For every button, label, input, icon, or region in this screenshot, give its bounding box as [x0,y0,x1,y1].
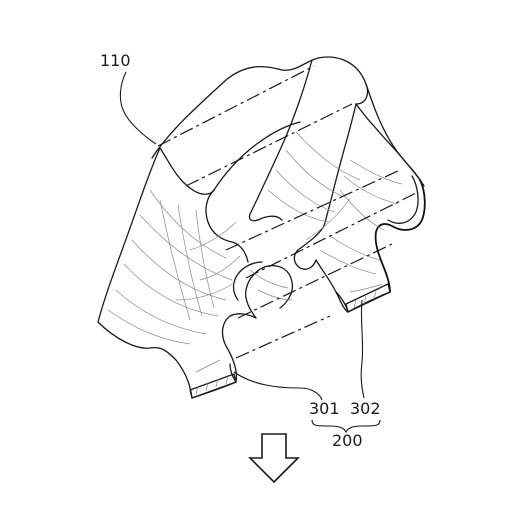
leader-110 [119,71,157,145]
label-200: 200 [332,431,363,450]
brace-200 [311,419,381,434]
label-302: 302 [350,399,381,418]
label-110: 110 [100,51,131,70]
leader-301 [233,371,323,401]
edge-strips [189,283,391,399]
leader-lines [119,71,365,401]
leader-302 [360,299,365,399]
label-301: 301 [309,399,340,418]
down-arrow-icon [248,433,300,484]
surface-shading [107,131,403,373]
chain-lines [157,65,419,359]
